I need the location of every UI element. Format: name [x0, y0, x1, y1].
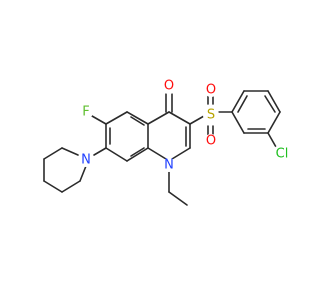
atom-label-chlorine: Cl — [276, 147, 289, 162]
structure-svg: O S O O Cl F N N — [43, 78, 290, 206]
bond — [231, 90, 245, 113]
atom-oxygen: O — [161, 78, 177, 94]
bond — [171, 147, 191, 160]
bond — [91, 115, 107, 125]
bond — [61, 147, 79, 156]
atom-oxygen: O — [204, 83, 218, 98]
atom-fluorine: F — [79, 105, 93, 120]
bond — [79, 165, 87, 182]
bond — [105, 111, 128, 125]
bonds — [43, 90, 281, 206]
atom-sulfur: S — [203, 107, 219, 123]
bond — [168, 191, 188, 206]
atom-nitrogen: N — [79, 153, 93, 168]
bond — [147, 147, 167, 160]
bond — [267, 132, 277, 148]
atom-chlorine: Cl — [272, 145, 290, 163]
atom-nitrogen: N — [162, 158, 176, 173]
bond — [147, 111, 170, 125]
bond — [267, 90, 281, 113]
bond — [43, 180, 63, 193]
molecule-diagram: O S O O Cl F N N — [43, 78, 290, 206]
bond — [231, 111, 245, 134]
bond — [130, 116, 145, 126]
atoms: O S O O Cl F N N — [79, 78, 290, 173]
atom-oxygen: O — [204, 134, 218, 149]
atom-label-oxygen: O — [206, 83, 216, 98]
atom-label-oxygen: O — [164, 79, 174, 94]
bond — [267, 111, 281, 134]
bond — [126, 147, 149, 162]
atom-label-oxygen: O — [206, 134, 216, 149]
bond — [130, 147, 145, 157]
bond — [237, 95, 248, 113]
bond — [189, 115, 205, 125]
atom-label-fluorine: F — [82, 105, 89, 120]
bond — [93, 147, 107, 156]
atom-label-nitrogen: N — [164, 158, 174, 173]
atom-label-nitrogen: N — [81, 153, 91, 168]
bond — [61, 180, 81, 193]
bond — [43, 147, 63, 160]
bond — [105, 147, 128, 162]
bond — [126, 111, 149, 125]
atom-label-sulfur: S — [207, 108, 215, 123]
bond — [264, 95, 276, 113]
bond — [168, 111, 191, 125]
